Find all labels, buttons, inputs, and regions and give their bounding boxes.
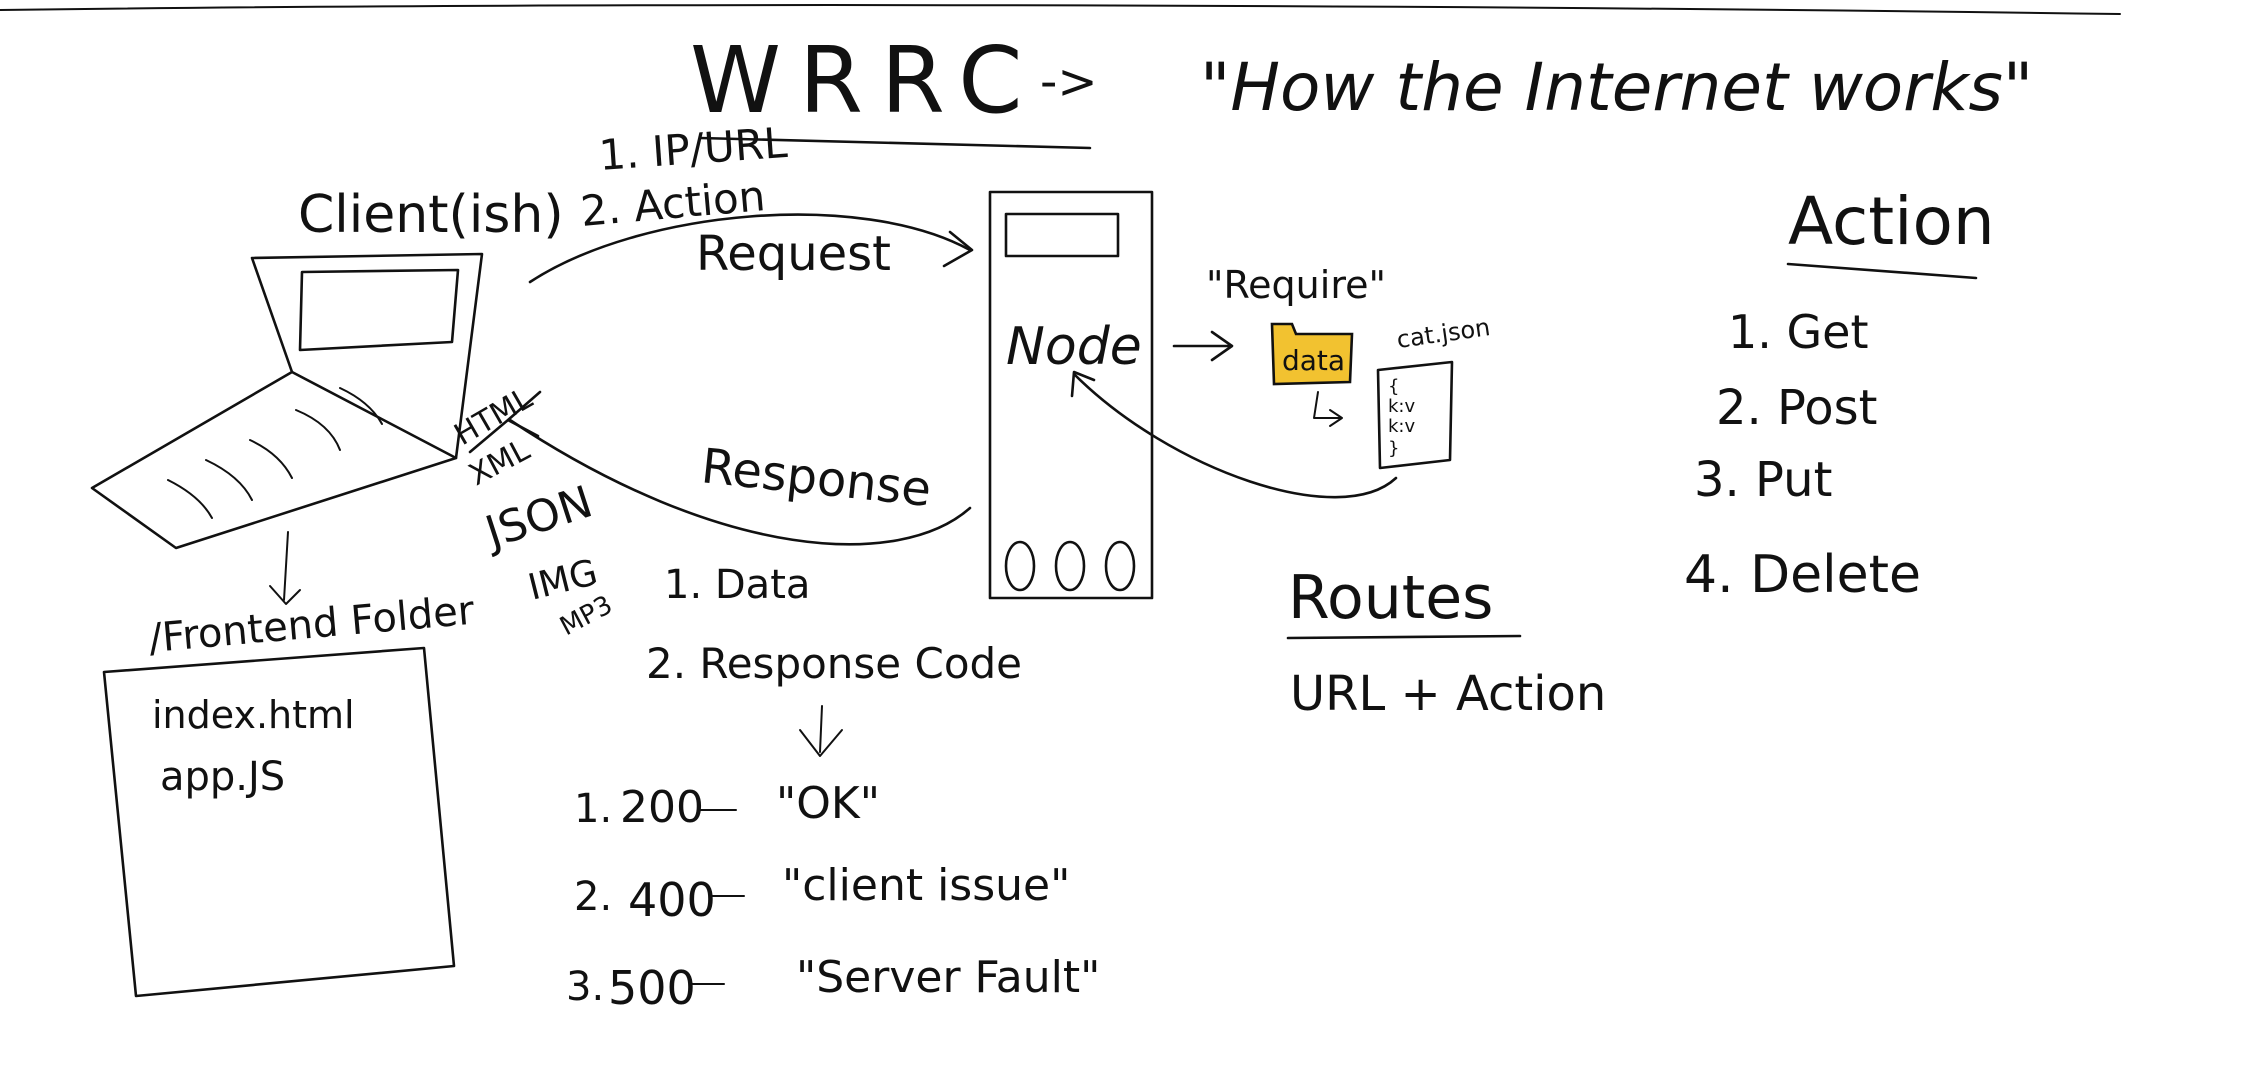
format-html: HTML (449, 381, 539, 453)
title-arrow: -> (1040, 54, 1098, 110)
response-item-data: 1. Data (664, 562, 810, 608)
request-arrow (528, 213, 972, 284)
json-line-close: } (1388, 438, 1399, 459)
laptop-display (298, 268, 460, 352)
server-tower: Node (988, 190, 1154, 600)
status-num-3: 3. (566, 964, 604, 1010)
routes-definition: URL + Action (1290, 666, 1606, 722)
title: WRRC -> "How the Internet works" (690, 27, 2033, 150)
title-underline (698, 136, 1092, 150)
data-folder-label: data (1282, 344, 1345, 377)
json-file-box (1376, 360, 1454, 470)
status-code-200: 200 (620, 782, 704, 833)
top-border-line (0, 4, 2121, 15)
actions-heading: Action (1788, 183, 1995, 260)
request-arrowhead (942, 230, 974, 268)
actions-underline (1786, 262, 1978, 280)
laptop-down-arrow (269, 531, 301, 605)
response-code-arrow (799, 705, 843, 757)
server-box (988, 190, 1154, 600)
frontend-folder: /Frontend Folder index.html app.JS (102, 588, 477, 998)
routes-underline (1286, 634, 1522, 640)
status-code-400: 400 (628, 873, 716, 927)
json-line-kv-1: k:v (1388, 396, 1415, 417)
json-file-label: cat.json (1395, 313, 1492, 354)
require-arrow (1172, 330, 1234, 362)
action-put: 3. Put (1694, 452, 1832, 508)
title-wrrc: WRRC (690, 27, 1040, 134)
server-light-1 (1004, 540, 1036, 592)
response-arrowhead (468, 390, 542, 454)
request-label: Request (696, 226, 891, 282)
require-label: "Require" (1206, 263, 1386, 307)
laptop-screen-outline (250, 252, 484, 460)
response-item-code: 2. Response Code (646, 639, 1022, 688)
status-text-client-issue: "client issue" (782, 860, 1070, 911)
laptop-key-lines (167, 387, 383, 519)
server-light-2 (1054, 540, 1086, 592)
server-light-3 (1104, 540, 1136, 592)
json-line-kv-2: k:v (1388, 416, 1415, 437)
file-index-html: index.html (152, 693, 355, 737)
laptop-base (90, 370, 458, 550)
status-text-server-fault: "Server Fault" (796, 952, 1100, 1003)
title-subtitle: "How the Internet works" (1200, 49, 2033, 126)
status-num-2: 2. (574, 874, 612, 920)
data-folder (1270, 322, 1354, 386)
status-code-500: 500 (608, 961, 696, 1015)
status-text-ok: "OK" (776, 778, 880, 829)
file-app-js: app.JS (160, 754, 285, 800)
routes: Routes URL + Action (1286, 563, 1606, 722)
server-node-label: Node (1006, 317, 1142, 377)
frontend-folder-box (102, 646, 456, 998)
server-drive-slot (1004, 212, 1120, 258)
require-data: "Require" data cat.json { k:v k:v } (1070, 263, 1492, 499)
routes-heading: Routes (1288, 563, 1493, 633)
action-post: 2. Post (1716, 380, 1877, 436)
json-line-open: { (1388, 376, 1399, 397)
return-arrow (1072, 372, 1398, 499)
response-label: Response (699, 438, 934, 518)
response: Response HTML XML JSON IMG MP3 1. Data 2… (449, 381, 1022, 757)
status-num-1: 1. (574, 786, 612, 832)
format-json: JSON (477, 476, 599, 559)
action-delete: 4. Delete (1684, 545, 1921, 605)
status-codes: 1. 200 "OK" 2. 400 "client issue" 3. 500… (566, 778, 1100, 1015)
response-arrow (508, 418, 972, 546)
client-label: Client(ish) (298, 185, 564, 245)
frontend-folder-label: /Frontend Folder (147, 588, 477, 662)
data-folder-link (1313, 391, 1343, 427)
action-get: 1. Get (1728, 305, 1869, 359)
request: 1. IP/URL 2. Action Request (528, 118, 974, 284)
client-laptop: Client(ish) (90, 185, 564, 605)
return-arrowhead (1070, 370, 1096, 398)
actions: Action 1. Get 2. Post 3. Put 4. Delete (1684, 183, 1995, 605)
